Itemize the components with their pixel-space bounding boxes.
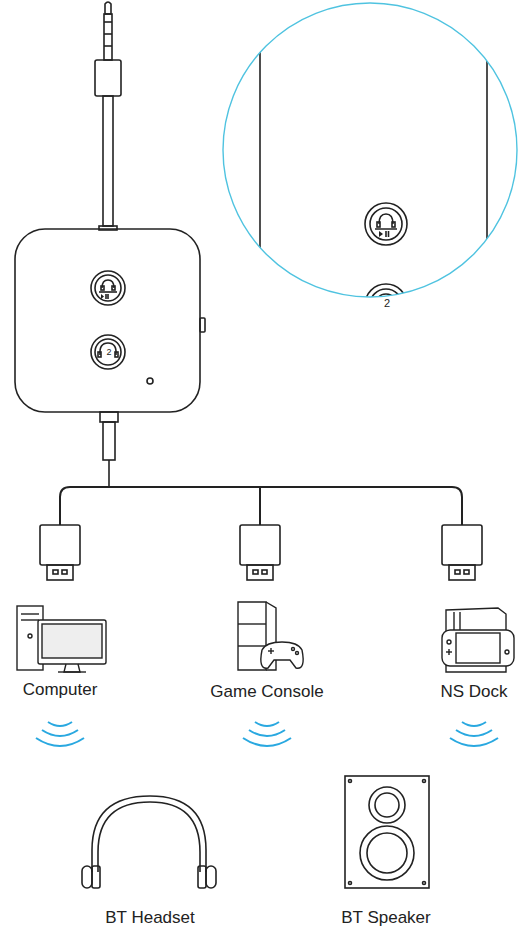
computer-icon xyxy=(17,606,106,672)
console-icon xyxy=(238,602,303,670)
headset-icon xyxy=(82,796,216,888)
speaker-icon xyxy=(345,776,429,888)
splitter-cable xyxy=(60,487,462,525)
zoom-detail xyxy=(223,0,517,476)
dock-icon xyxy=(442,608,514,672)
audio-jack xyxy=(95,2,121,230)
usb-plug xyxy=(40,525,482,580)
device-label: NS Dock xyxy=(440,683,507,700)
device-label: Game Console xyxy=(210,683,323,700)
device-label: BT Headset xyxy=(105,909,194,926)
device-label: Computer xyxy=(23,681,98,698)
transmitter-device xyxy=(15,229,205,487)
device-label: BT Speaker xyxy=(341,909,430,926)
wireless-waves xyxy=(36,722,498,746)
button-number: 2 xyxy=(384,298,390,309)
button-number: 2 xyxy=(106,348,111,357)
